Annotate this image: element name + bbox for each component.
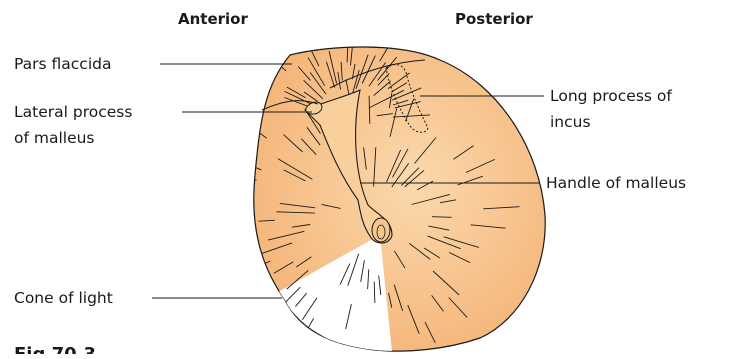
lateral-process-label-line1: Lateral process bbox=[14, 103, 132, 121]
handle-of-malleus-label: Handle of malleus bbox=[546, 174, 686, 192]
figure-label: Fig 70.3 bbox=[14, 344, 96, 354]
posterior-heading: Posterior bbox=[455, 10, 533, 28]
fiber-stroke bbox=[432, 217, 452, 218]
anterior-heading: Anterior bbox=[178, 10, 248, 28]
pars-flaccida-label: Pars flaccida bbox=[14, 55, 111, 73]
fiber-stroke bbox=[309, 33, 317, 51]
long-process-label-line2: incus bbox=[550, 113, 591, 131]
cone-of-light-label: Cone of light bbox=[14, 289, 113, 307]
long-process-label-line1: Long process of bbox=[550, 87, 672, 105]
umbo bbox=[372, 218, 390, 242]
lateral-process-label-line2: of malleus bbox=[14, 129, 95, 147]
